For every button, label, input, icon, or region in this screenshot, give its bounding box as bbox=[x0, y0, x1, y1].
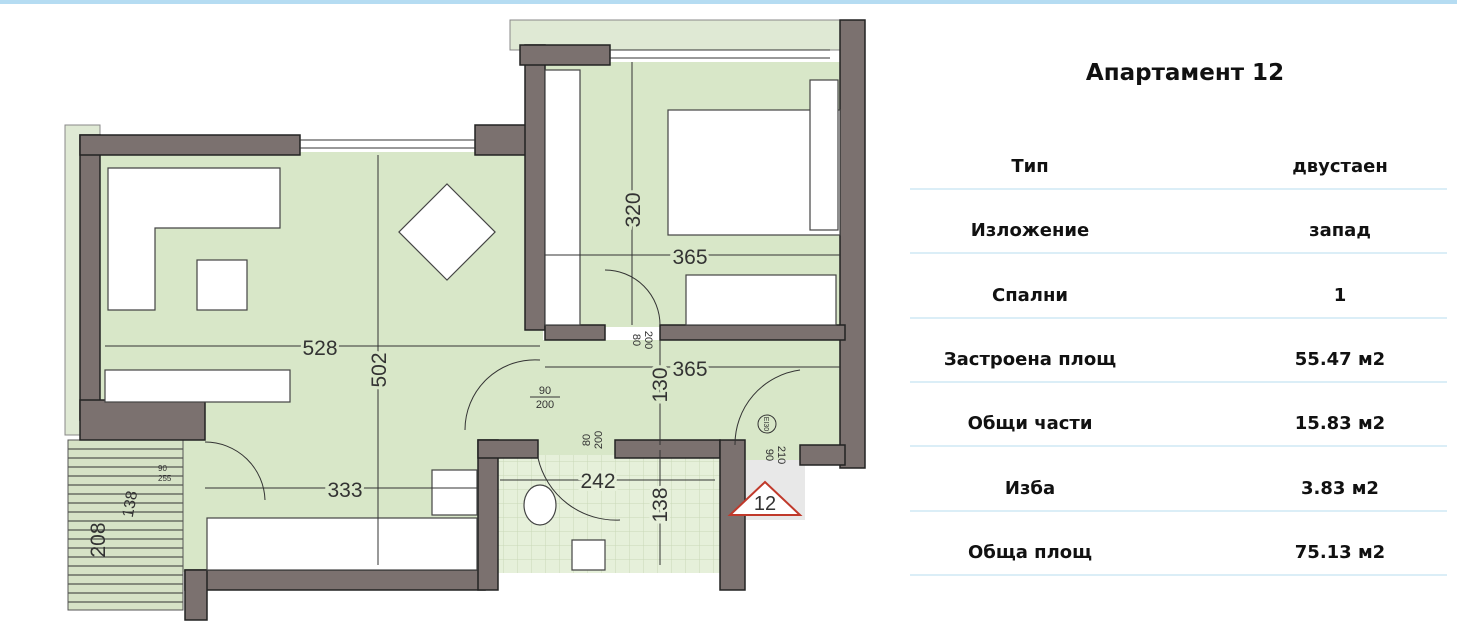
bench bbox=[685, 274, 837, 326]
spec-label: Изба bbox=[1004, 478, 1056, 499]
bath-door-width: 80 bbox=[581, 434, 593, 446]
bedroom-door-width: 80 bbox=[630, 334, 642, 346]
sofa bbox=[107, 167, 281, 311]
kitchen-counter bbox=[206, 517, 478, 571]
dim-bedroom-depth: 320 bbox=[622, 192, 645, 227]
spec-row: Общи части 15.83 м2 bbox=[910, 405, 1447, 447]
dim-bath-width: 242 bbox=[580, 470, 615, 493]
spec-row: Изложение запад bbox=[910, 212, 1447, 254]
spec-value: 75.13 м2 bbox=[1294, 542, 1386, 563]
spec-value: запад bbox=[1309, 220, 1371, 241]
spec-label: Застроена площ bbox=[943, 349, 1117, 370]
dim-hall-width: 365 bbox=[672, 358, 707, 381]
spec-label: Обща площ bbox=[967, 542, 1093, 563]
spec-label: Спални bbox=[991, 285, 1069, 306]
walls bbox=[79, 19, 866, 621]
dim-living-width: 528 bbox=[302, 337, 337, 360]
dining-table bbox=[398, 183, 496, 281]
spec-value: 15.83 м2 bbox=[1294, 413, 1386, 434]
toilet bbox=[523, 484, 557, 526]
balcony bbox=[67, 439, 184, 611]
coffee-table bbox=[196, 259, 248, 311]
spec-label: Изложение bbox=[970, 220, 1090, 241]
spec-row: Спални 1 bbox=[910, 277, 1447, 319]
spec-row: Тип двустаен bbox=[910, 148, 1447, 190]
spec-row: Изба 3.83 м2 bbox=[910, 470, 1447, 512]
unit-marker-triangle bbox=[727, 480, 803, 516]
spec-row: Обща площ 75.13 м2 bbox=[910, 534, 1447, 576]
dim-bedroom-width: 365 bbox=[672, 246, 707, 269]
bath-door-height: 200 bbox=[593, 431, 605, 449]
living-door-height: 200 bbox=[536, 399, 554, 411]
entrance-door-height: 210 bbox=[775, 446, 787, 464]
tv-stand bbox=[104, 369, 291, 403]
spec-value: 55.47 м2 bbox=[1294, 349, 1386, 370]
bedroom-door-height: 200 bbox=[642, 331, 654, 349]
top-accent-bar bbox=[0, 0, 1457, 4]
spec-value: 1 bbox=[1333, 285, 1347, 306]
windows bbox=[300, 49, 830, 149]
apartment-title: Апартамент 12 bbox=[1085, 60, 1285, 86]
wardrobe bbox=[809, 79, 839, 231]
floor-plan: 12 528 502 365 320 365 130 333 242 138 2… bbox=[64, 19, 866, 621]
dim-kitchen-width: 333 bbox=[327, 479, 362, 502]
living-door-width: 90 bbox=[539, 385, 551, 397]
balcony-door-height: 255 bbox=[158, 474, 172, 483]
spec-label: Тип bbox=[1011, 156, 1049, 177]
door-swings bbox=[204, 269, 801, 521]
dim-balcony-length: 208 bbox=[87, 522, 110, 557]
desk bbox=[544, 69, 581, 326]
unit-marker-number: 12 bbox=[754, 493, 776, 515]
spec-value: 3.83 м2 bbox=[1301, 478, 1379, 499]
dim-hall-depth: 130 bbox=[649, 367, 672, 402]
spec-value: двустаен bbox=[1292, 156, 1388, 177]
dim-bath-depth: 138 bbox=[649, 487, 672, 522]
dim-balcony-width: 138 bbox=[120, 490, 141, 519]
dim-living-depth: 502 bbox=[368, 352, 391, 387]
spec-row: Застроена площ 55.47 м2 bbox=[910, 341, 1447, 383]
entrance-door-width: 90 bbox=[763, 449, 775, 461]
stove bbox=[431, 469, 478, 516]
spec-label: Общи части bbox=[967, 413, 1093, 434]
sink bbox=[571, 539, 606, 571]
entrance-fire-rating: EI30 bbox=[762, 417, 769, 432]
balcony-door-width: 90 bbox=[158, 464, 167, 473]
